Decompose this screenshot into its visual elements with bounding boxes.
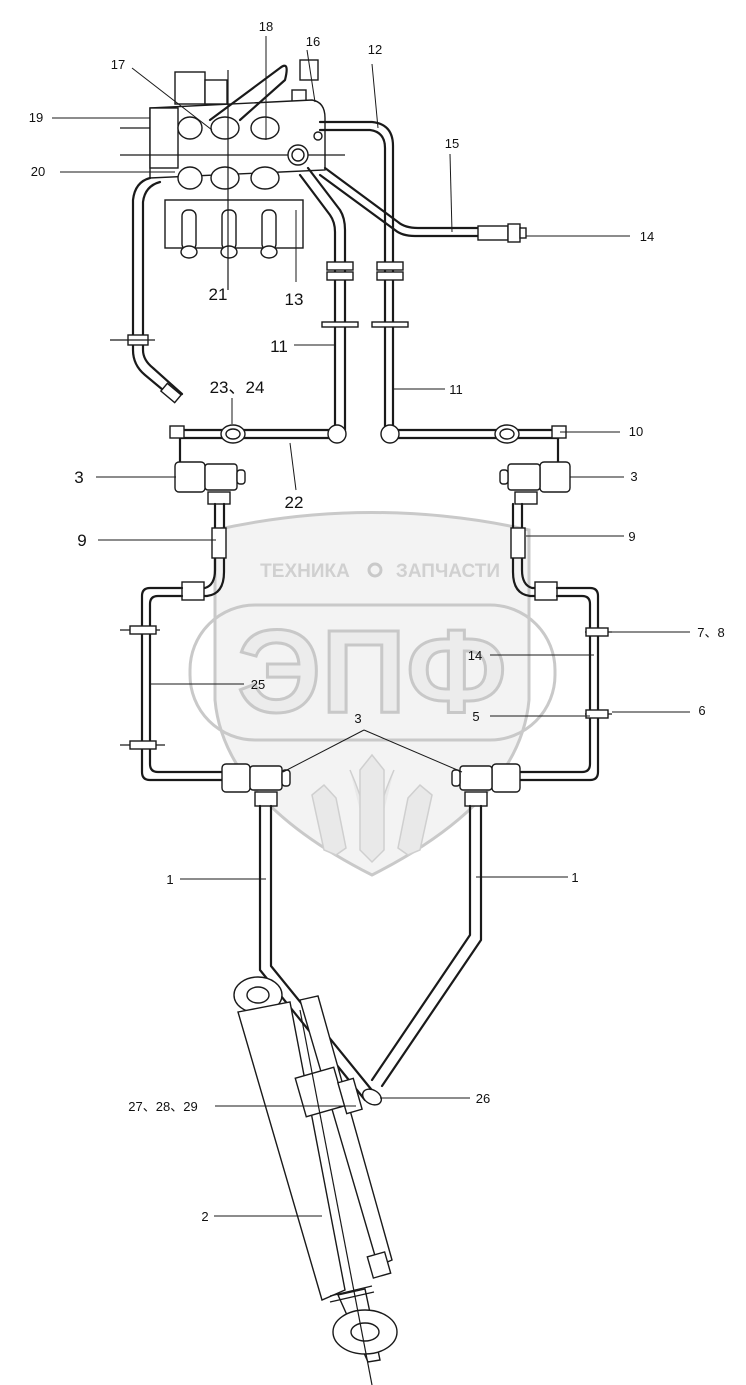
- callout-11-left: 11: [270, 337, 288, 356]
- callout-16: 16: [306, 34, 320, 49]
- watermark-text-right: ЗАПЧАСТИ: [396, 561, 500, 582]
- callout-25: 25: [251, 677, 265, 692]
- pipe-11-left: [298, 166, 359, 432]
- watermark-emblem: ТЕХНИКА ЗАПЧАСТИ ЭПФ: [188, 511, 557, 877]
- callout-labels: 17 18 16 12 19 15 20 14 21 13 11 11 23、2…: [29, 19, 725, 1224]
- callout-3-left: 3: [74, 468, 83, 487]
- callout-21: 21: [209, 285, 228, 304]
- callout-27-28-29: 27、28、29: [128, 1099, 197, 1114]
- elbow-fitting-right-top: [499, 425, 571, 505]
- callout-1-right: 1: [571, 870, 578, 885]
- control-valve-block: [120, 59, 345, 290]
- callout-20: 20: [31, 164, 45, 179]
- pipe-9-right: [510, 502, 554, 598]
- callout-1-left: 1: [166, 872, 173, 887]
- callout-5: 5: [472, 709, 479, 724]
- callout-14-bottom: 14: [468, 648, 482, 663]
- callout-13: 13: [285, 290, 304, 309]
- callout-22: 22: [285, 493, 304, 512]
- drain-pipe-left: [110, 176, 184, 404]
- pipe-10: [380, 424, 560, 444]
- callout-7-8: 7、8: [697, 625, 724, 640]
- callout-3-right: 3: [630, 469, 637, 484]
- callout-18: 18: [259, 19, 273, 34]
- callout-19: 19: [29, 110, 43, 125]
- leader-lines: [52, 36, 690, 1217]
- pipe-11-right: [318, 120, 409, 432]
- callout-11-right: 11: [449, 382, 463, 397]
- watermark-big-text: ЭПФ: [237, 606, 506, 738]
- gear-icon: [367, 562, 383, 578]
- callout-2: 2: [201, 1209, 208, 1224]
- callout-26: 26: [476, 1091, 490, 1106]
- callout-17: 17: [111, 57, 125, 72]
- callout-6: 6: [698, 703, 705, 718]
- pipe-22: [178, 424, 347, 444]
- callout-15: 15: [445, 136, 459, 151]
- pipe-loop-25: [120, 581, 227, 782]
- pipe-15: [318, 166, 527, 243]
- hydraulic-cylinder: [233, 976, 398, 1385]
- pipe-9-left: [183, 502, 227, 598]
- elbow-fitting-left-top: [169, 425, 246, 505]
- callout-9-left: 9: [77, 531, 86, 550]
- watermark-text-left: ТЕХНИКА: [260, 561, 350, 582]
- callout-10: 10: [629, 424, 643, 439]
- callout-9-right: 9: [628, 529, 635, 544]
- wheat-emblem-icon: [311, 753, 433, 864]
- callout-23-24: 23、24: [210, 378, 265, 397]
- pipe-1-right: [370, 804, 483, 1088]
- pipe-loop-5: [518, 581, 612, 782]
- callout-12: 12: [368, 42, 382, 57]
- callout-14-top: 14: [640, 229, 654, 244]
- callout-3-center: 3: [354, 711, 361, 726]
- tee-fitting-right-bottom: [451, 763, 521, 807]
